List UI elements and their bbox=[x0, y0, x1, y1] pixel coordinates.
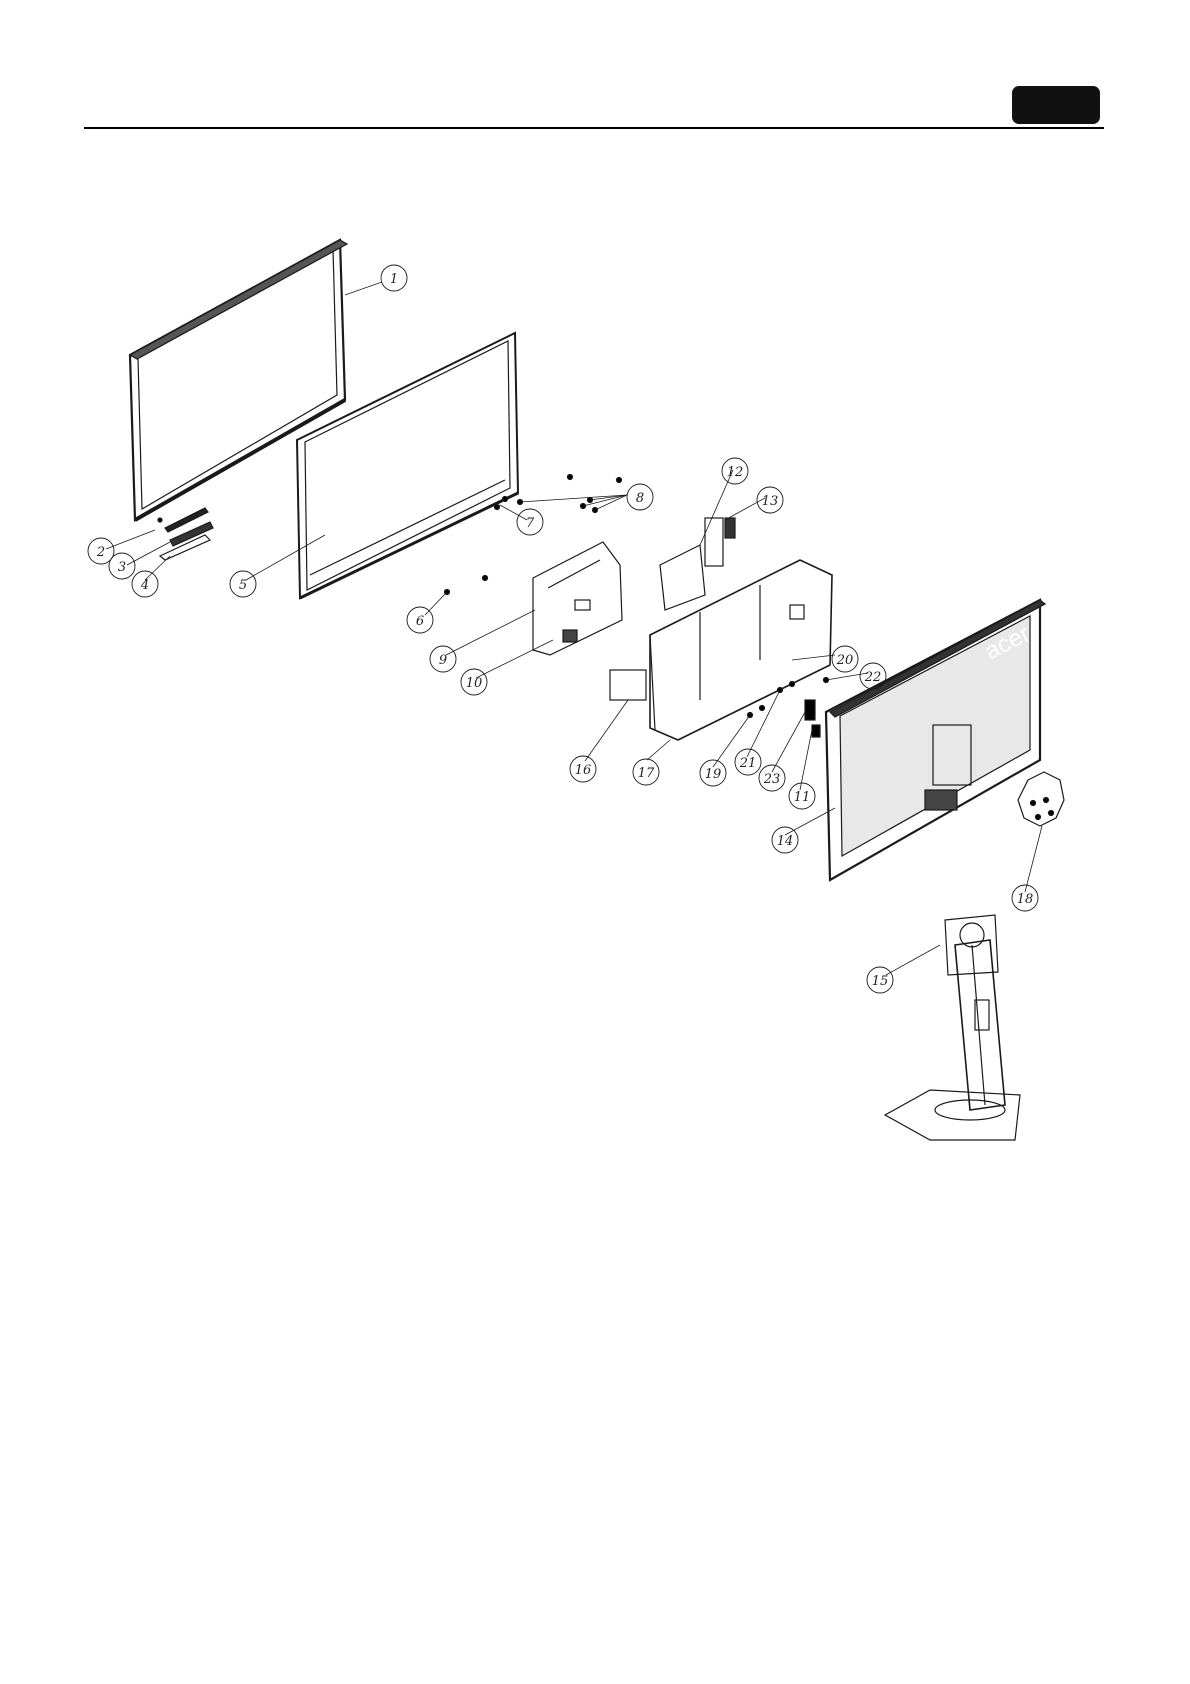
svg-text:4: 4 bbox=[140, 578, 149, 593]
main-chassis bbox=[610, 560, 832, 740]
svg-text:22: 22 bbox=[864, 670, 882, 685]
callout-21: 21 bbox=[735, 749, 761, 775]
button-board bbox=[158, 508, 213, 560]
callout-23: 23 bbox=[759, 765, 785, 791]
callout-15: 15 bbox=[867, 967, 893, 993]
callout-16: 16 bbox=[570, 756, 596, 782]
callout-1: 1 bbox=[381, 265, 407, 291]
callout-13: 13 bbox=[757, 487, 783, 513]
svg-text:13: 13 bbox=[762, 494, 779, 509]
svg-text:21: 21 bbox=[739, 756, 757, 771]
callout-11: 11 bbox=[789, 783, 815, 809]
power-board bbox=[660, 518, 735, 610]
callout-6: 6 bbox=[407, 607, 433, 633]
svg-text:15: 15 bbox=[872, 974, 889, 989]
rear-cover: acer bbox=[826, 600, 1045, 880]
vesa-screws bbox=[1018, 772, 1064, 826]
svg-text:6: 6 bbox=[416, 614, 424, 629]
svg-text:12: 12 bbox=[727, 465, 744, 480]
callout-17: 17 bbox=[633, 759, 659, 785]
callout-12: 12 bbox=[722, 458, 748, 484]
callout-22: 22 bbox=[860, 663, 886, 689]
svg-text:9: 9 bbox=[439, 653, 447, 668]
svg-text:1: 1 bbox=[390, 272, 398, 287]
svg-text:8: 8 bbox=[636, 491, 644, 506]
front-bezel bbox=[130, 240, 347, 520]
callout-7: 7 bbox=[517, 509, 543, 535]
svg-text:7: 7 bbox=[526, 516, 535, 531]
callout-8: 8 bbox=[627, 484, 653, 510]
callouts: 1 2 3 4 5 6 7 8 9 10 12 13 20 22 16 17 1… bbox=[88, 265, 1038, 993]
svg-text:16: 16 bbox=[575, 763, 592, 778]
svg-text:2: 2 bbox=[96, 545, 105, 560]
callout-3: 3 bbox=[109, 553, 135, 579]
callout-14: 14 bbox=[772, 827, 798, 853]
monitor-stand bbox=[885, 915, 1020, 1140]
svg-text:14: 14 bbox=[777, 834, 794, 849]
svg-text:3: 3 bbox=[118, 560, 126, 575]
callout-10: 10 bbox=[461, 669, 487, 695]
svg-text:10: 10 bbox=[466, 676, 483, 691]
svg-text:17: 17 bbox=[638, 766, 655, 781]
main-board bbox=[533, 542, 622, 655]
svg-text:11: 11 bbox=[794, 790, 811, 805]
leader-lines bbox=[106, 282, 1042, 975]
lcd-panel bbox=[297, 333, 518, 598]
svg-text:23: 23 bbox=[763, 772, 781, 787]
callout-9: 9 bbox=[430, 646, 456, 672]
svg-text:18: 18 bbox=[1017, 892, 1034, 907]
svg-text:19: 19 bbox=[705, 767, 722, 782]
callout-18: 18 bbox=[1012, 885, 1038, 911]
callout-19: 19 bbox=[700, 760, 726, 786]
svg-text:20: 20 bbox=[836, 653, 854, 668]
callout-4: 4 bbox=[132, 571, 158, 597]
callout-5: 5 bbox=[230, 571, 256, 597]
callout-20: 20 bbox=[832, 646, 858, 672]
svg-text:5: 5 bbox=[239, 578, 247, 593]
